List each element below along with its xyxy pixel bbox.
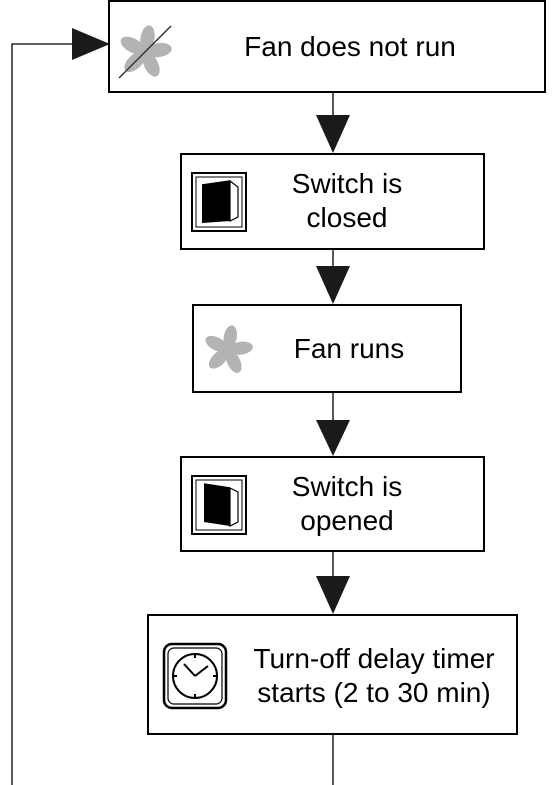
- arrowhead-3-4: [316, 420, 350, 456]
- node-label: Fan does not run: [244, 31, 456, 62]
- fan-crossed-icon: [114, 24, 176, 85]
- node-turn-off-delay-timer: Turn-off delay timer starts (2 to 30 min…: [147, 614, 518, 735]
- node-label-line-2: opened: [300, 505, 394, 536]
- feedback-loop-line: [11, 43, 92, 785]
- node-label: Fan runs: [293, 333, 405, 364]
- node-label-line-1: Switch is: [291, 168, 403, 199]
- feedback-loop-arrowhead: [72, 28, 110, 60]
- node-switch-is-opened: Switch is opened: [180, 456, 485, 552]
- arrowhead-1-2: [316, 115, 350, 153]
- node-label-line-1: Turn-off delay timer: [253, 643, 495, 674]
- switch-icon: [190, 171, 248, 238]
- arrowhead-4-5: [316, 576, 350, 614]
- node-fan-does-not-run: Fan does not run: [108, 0, 546, 93]
- clock-icon: [162, 642, 228, 715]
- node-label-line-2: closed: [306, 202, 388, 233]
- fan-icon: [200, 324, 256, 381]
- node-label-line-1: Switch is: [291, 471, 403, 502]
- node-fan-runs: Fan runs: [192, 304, 462, 393]
- node-switch-is-closed: Switch is closed: [180, 153, 485, 250]
- arrowhead-2-3: [316, 266, 350, 304]
- switch-icon: [190, 474, 248, 541]
- node-label-line-2: starts (2 to 30 min): [257, 677, 491, 708]
